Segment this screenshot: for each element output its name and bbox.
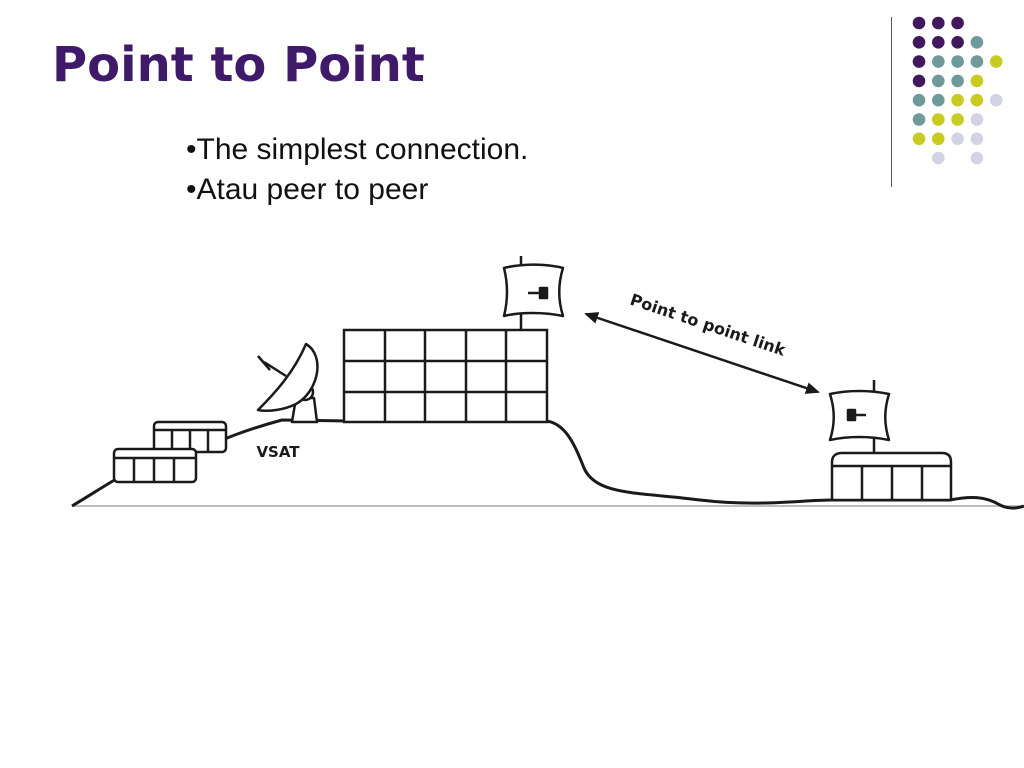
decorative-dot [912,113,926,126]
network-diagram: VSAT [71,256,1024,510]
link-arrow [584,312,820,394]
decorative-dot [932,74,945,88]
decorative-dot [970,55,984,68]
decorative-dot [970,36,984,49]
small-building-back [152,420,228,454]
bullet-item: •The simplest connection. [186,133,529,166]
decorative-dot [951,132,964,146]
slide-title: Point to Point [52,37,425,93]
decorative-dot [970,151,984,165]
decorative-dot [970,132,984,146]
decorative-dot [932,55,945,68]
decorative-divider [891,17,892,187]
link-label: Point to point link [628,290,788,360]
decorative-dot [951,55,964,68]
decorative-dot [970,93,984,107]
decorative-dot [989,93,1003,107]
vsat-dish-icon [256,342,319,424]
decorative-dot [951,36,964,49]
decorative-dot [932,93,945,107]
antenna-icon [828,380,891,453]
large-building [342,328,549,424]
decorative-dot [951,93,964,107]
decorative-dot [951,16,964,30]
decorative-dot [912,55,926,68]
decorative-dot [912,74,926,88]
decorative-dot [932,16,945,30]
decorative-dot [951,113,964,126]
decorative-dot [932,113,945,126]
decorative-dot [932,132,945,146]
bullet-list: •The simplest connection. •Atau peer to … [186,130,528,210]
decorative-dot [951,74,964,88]
decorative-dot [970,74,984,88]
right-building [830,451,953,502]
bullet-item: •Atau peer to peer [186,173,429,206]
antenna-icon [502,256,565,330]
decorative-dot [912,132,926,146]
decorative-dot [970,113,984,126]
vsat-label: VSAT [256,443,300,461]
decorative-dot [932,36,945,49]
decorative-dot [912,93,926,107]
small-building-front [112,447,198,484]
decorative-dot [912,16,926,30]
decorative-dot [912,36,926,49]
decorative-dot [932,151,945,165]
decorative-dot [989,55,1003,68]
